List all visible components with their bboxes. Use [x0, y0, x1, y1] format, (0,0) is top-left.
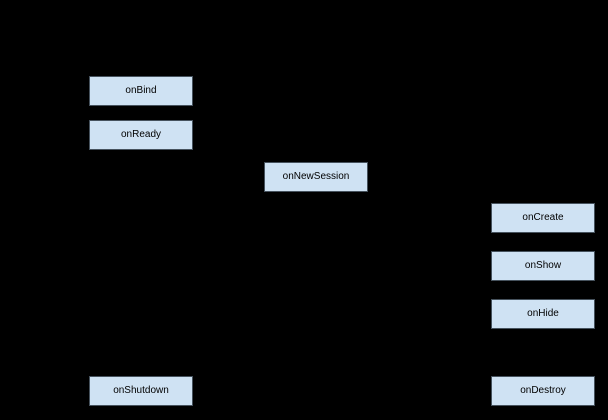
node-onhide: onHide	[491, 299, 595, 329]
node-onbind: onBind	[89, 76, 193, 106]
node-ondestroy: onDestroy	[491, 376, 595, 406]
node-onshutdown: onShutdown	[89, 376, 193, 406]
node-onshow: onShow	[491, 251, 595, 281]
node-onnewsession: onNewSession	[264, 162, 368, 192]
node-oncreate: onCreate	[491, 203, 595, 233]
node-onready: onReady	[89, 120, 193, 150]
